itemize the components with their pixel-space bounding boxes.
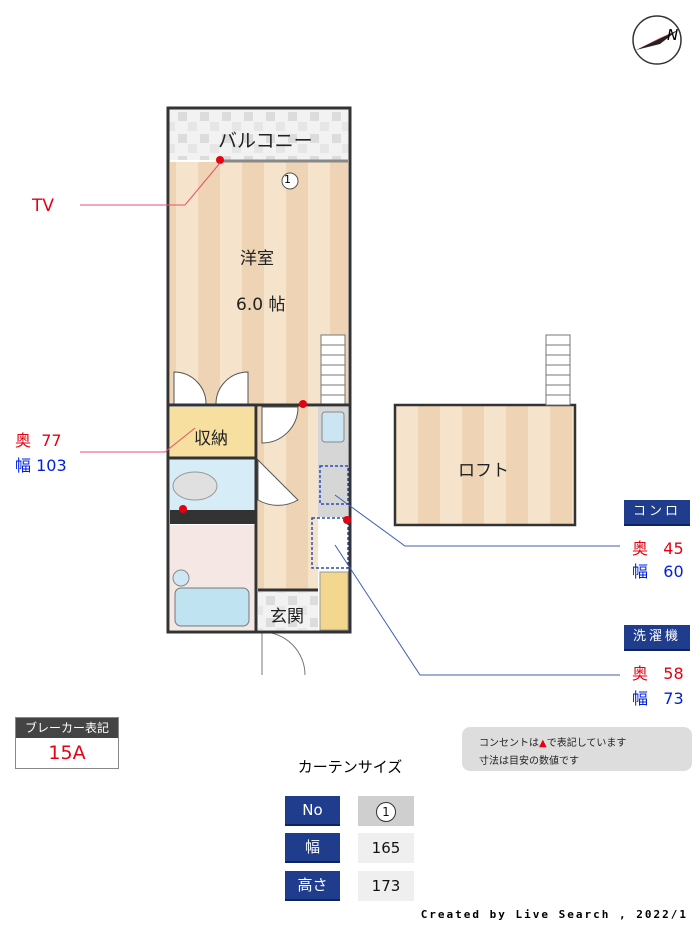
western-room-label: 洋室 xyxy=(240,249,274,269)
breaker-box: ブレーカー表記 15A xyxy=(15,717,119,769)
storage-width-label: 幅 xyxy=(15,456,32,475)
tv-label: TV xyxy=(32,196,55,216)
curtain-row-value: 173 xyxy=(358,871,414,901)
curtain-row-label: No xyxy=(285,796,340,826)
shoe-cabinet xyxy=(319,571,349,631)
stove-depth-label: 奥 xyxy=(632,539,649,558)
compass-icon xyxy=(632,15,682,65)
washer-leader-line xyxy=(334,544,620,676)
note-line2: 寸法は目安の数値です xyxy=(479,756,579,767)
washer-depth-label: 奥 xyxy=(632,664,649,683)
tv-leader-line xyxy=(80,162,221,206)
storage-area xyxy=(170,407,255,457)
curtain-marker-label: 1 xyxy=(284,173,291,186)
curtain-row-label: 幅 xyxy=(285,833,340,863)
ladder xyxy=(320,334,346,406)
closet-doors xyxy=(173,371,249,406)
breaker-value: 15A xyxy=(48,742,86,764)
stove-width: 60 xyxy=(663,562,684,581)
western-room-size: 6.0 帖 xyxy=(236,295,286,315)
curtain-row-label: 高さ xyxy=(285,871,340,901)
storage-leader-line xyxy=(80,427,196,453)
stove-leader-line xyxy=(334,494,620,547)
outlet-symbol-icon: ▲ xyxy=(539,738,547,749)
storage-width: 103 xyxy=(36,456,67,475)
washer-width-label: 幅 xyxy=(632,689,649,708)
entrance-label: 玄関 xyxy=(270,607,304,627)
curtain-title: カーテンサイズ xyxy=(297,758,403,776)
breaker-title: ブレーカー表記 xyxy=(16,718,118,738)
storage-label: 収納 xyxy=(194,429,228,449)
curtain-row-value: 165 xyxy=(358,833,414,863)
curtain-row-value: 1 xyxy=(358,796,414,826)
western-room-floor xyxy=(170,162,348,405)
balcony-area xyxy=(168,108,350,160)
stove-title: コンロ xyxy=(624,500,690,526)
curtain-marker xyxy=(281,172,299,190)
note-line1-pre: コンセントは xyxy=(479,738,539,749)
loft-floor xyxy=(393,403,577,527)
loft-label: ロフト xyxy=(458,461,509,481)
stove-depth: 45 xyxy=(663,539,684,558)
note-box: コンセントは▲で表記しています 寸法は目安の数値です xyxy=(462,727,692,771)
balcony-label: バルコニー xyxy=(218,130,313,152)
entrance-floor xyxy=(258,592,318,630)
loft-ladder xyxy=(545,334,571,406)
compass-north-label: N xyxy=(667,26,679,44)
curtain-number: 1 xyxy=(376,802,396,822)
stove-width-label: 幅 xyxy=(632,562,649,581)
storage-depth-label: 奥 xyxy=(15,431,32,450)
washer-depth: 58 xyxy=(663,664,684,683)
credit-text: Created by Live Search , 2022/1 xyxy=(420,908,688,921)
storage-depth: 77 xyxy=(41,431,62,450)
washer-width: 73 xyxy=(663,689,684,708)
note-line1-post: で表記しています xyxy=(546,738,627,749)
washer-title: 洗濯機 xyxy=(624,625,690,651)
